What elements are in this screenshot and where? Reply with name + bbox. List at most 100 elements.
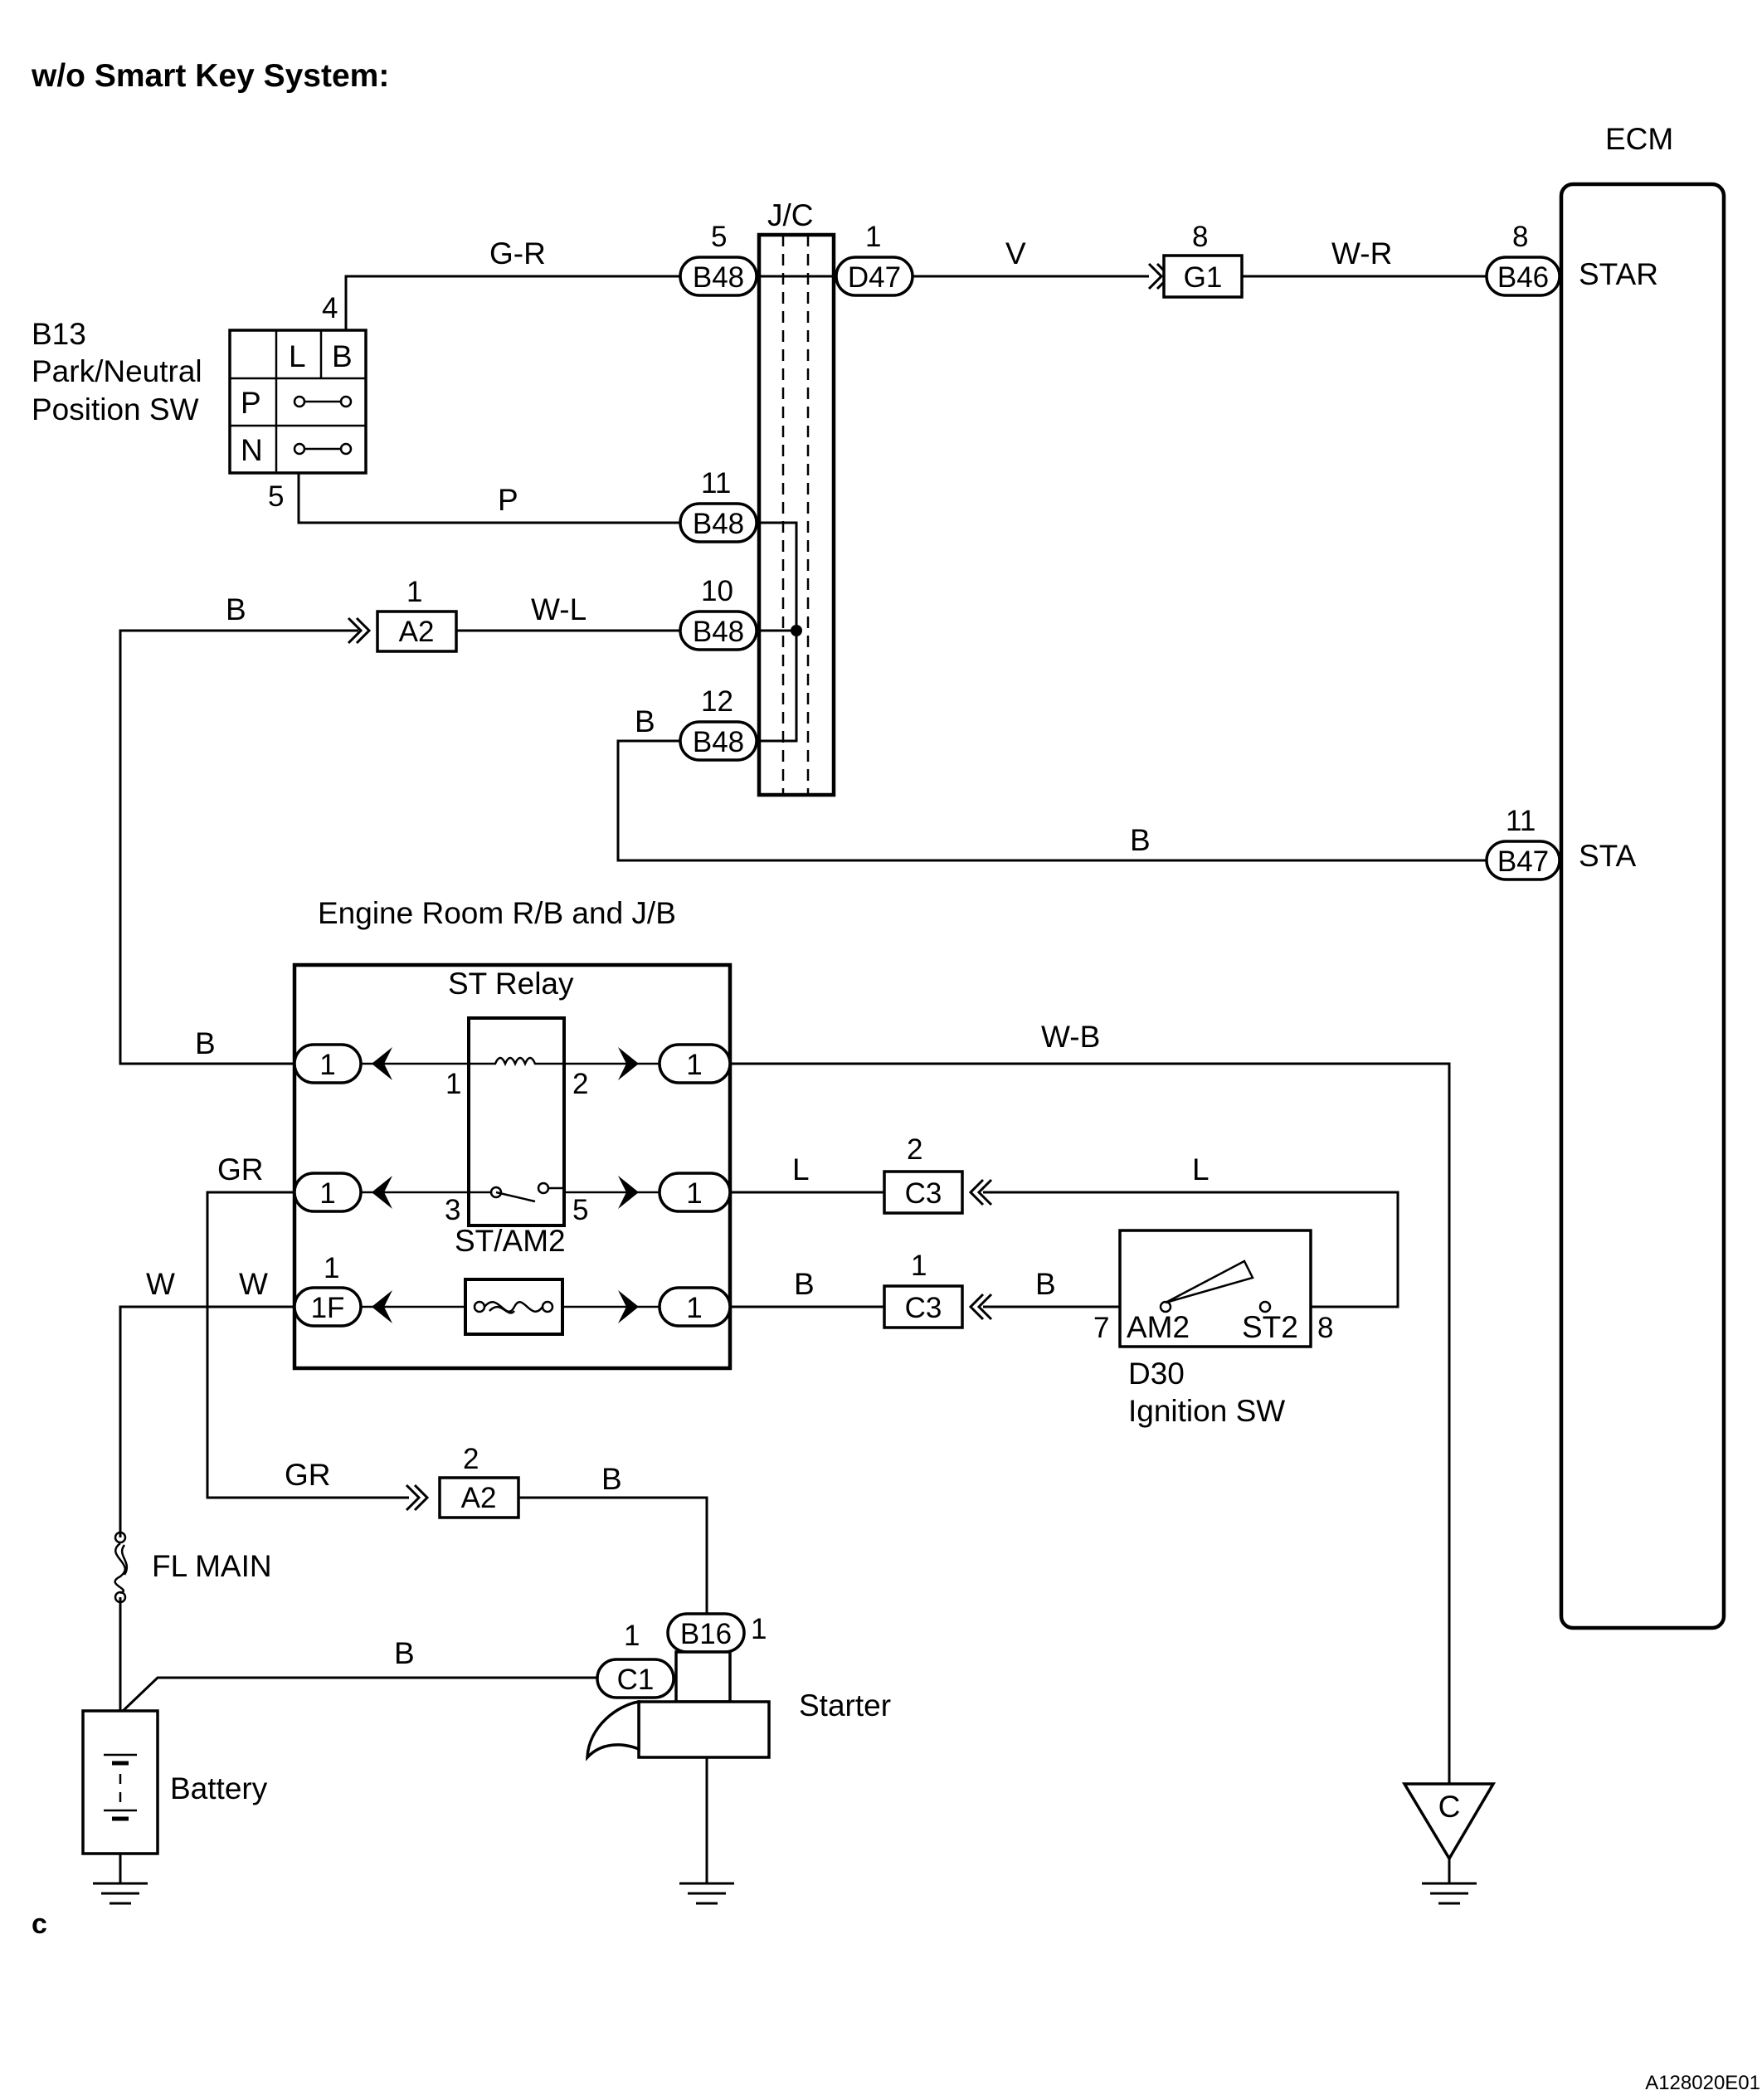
pin-a2-2: 2 [463, 1443, 479, 1475]
ignition-am2: AM2 [1127, 1310, 1190, 1344]
ignition-sw-code: D30 [1128, 1357, 1185, 1391]
engine-room-label: Engine Room R/B and J/B [318, 896, 676, 930]
st-relay-label: ST Relay [448, 967, 574, 1001]
pin-g1: 8 [1192, 221, 1208, 253]
relay-pin-3: 3 [445, 1194, 460, 1226]
wire-label-b-a2: B [226, 592, 246, 626]
connector-a2-1 [376, 610, 458, 653]
pin-b16: 1 [751, 1613, 767, 1645]
wire-label-w-b: W-B [1041, 1020, 1100, 1054]
figure-id: A128020E01 [1645, 2072, 1760, 2094]
connector-b16-label: B16 [680, 1618, 732, 1650]
relay-switch-icon [469, 1182, 564, 1203]
connector-b48-10-label: B48 [693, 616, 744, 648]
pn-sw-col-l: L [289, 339, 306, 373]
connector-b47 [1485, 840, 1561, 881]
st-relay [467, 1016, 566, 1227]
starter-label: Starter [799, 1688, 891, 1722]
relay-pin-5: 5 [572, 1194, 588, 1226]
connector-g1-label: G1 [1184, 261, 1223, 294]
wire-label-b-ign: B [1035, 1267, 1056, 1301]
pin-d47: 1 [865, 221, 881, 253]
corner-mark: c [32, 1908, 47, 1940]
wire-label-w-right: W [239, 1267, 268, 1301]
battery-label: Battery [170, 1771, 268, 1805]
wire-gr [206, 1191, 409, 1499]
wire-label-v: V [1005, 236, 1026, 270]
er-connector-right-3-label: 1 [686, 1292, 702, 1324]
relay-pin-1: 1 [445, 1068, 461, 1100]
wire-b-c1 [119, 1676, 597, 1715]
er-connector-right-3 [658, 1286, 732, 1328]
ground-c [1401, 1782, 1497, 1905]
wire-p [297, 473, 680, 524]
jc-label: J/C [767, 198, 814, 232]
wire-label-b-sta: B [1130, 823, 1151, 857]
connector-b48-12-label: B48 [693, 726, 744, 758]
pin-b48-11: 11 [701, 467, 731, 499]
pin-b48-12: 12 [701, 685, 733, 718]
er-connector-left-2-label: 1 [319, 1177, 335, 1210]
connector-b48-12 [679, 720, 758, 762]
starter-motor-icon [585, 1650, 771, 1761]
wire-w-b [730, 1062, 1451, 1784]
connector-d47-label: D47 [848, 261, 901, 294]
connector-a2-1-label: A2 [399, 616, 435, 648]
pin-b48-5: 5 [711, 221, 727, 253]
ignition-key-icon [1159, 1260, 1272, 1313]
pin-c1: 1 [624, 1620, 640, 1652]
er-connector-left-1 [293, 1043, 363, 1084]
connector-a2-2-label: A2 [461, 1482, 497, 1514]
wire-label-p: P [498, 483, 518, 517]
connector-c3-2-label: C3 [905, 1177, 942, 1210]
ecm-star-terminal: STAR [1579, 257, 1658, 291]
connector-b48-10 [679, 610, 758, 651]
connector-b46-label: B46 [1497, 261, 1549, 294]
ground-icon-battery [93, 1882, 148, 1905]
ecm-label: ECM [1605, 122, 1673, 156]
wire-label-b-c1: B [394, 1636, 415, 1670]
pn-sw-name-line1: Park/Neutral [32, 354, 202, 388]
er-connector-right-2 [658, 1172, 732, 1213]
er-connector-right-2-label: 1 [686, 1177, 702, 1210]
ground-c-label: C [1438, 1790, 1461, 1824]
connector-b48-5-label: B48 [693, 261, 744, 294]
wire-label-w-left: W [146, 1267, 175, 1301]
ignition-sw-name: Ignition SW [1128, 1394, 1285, 1428]
pn-sw-row-p: P [241, 386, 261, 420]
pn-sw-pin-5: 5 [268, 480, 284, 513]
connector-c1-label: C1 [617, 1664, 655, 1696]
er-connector-right-1-label: 1 [686, 1049, 702, 1081]
wire-b-left [119, 629, 358, 1065]
wire-b-sta [616, 739, 1487, 862]
wire-label-gr-top: GR [217, 1152, 264, 1186]
pin-b46: 8 [1512, 221, 1528, 253]
er-connector-1f-label: 1F [311, 1292, 345, 1324]
wire-label-b-a2-starter: B [601, 1462, 622, 1496]
wire-label-g-r: G-R [489, 236, 546, 270]
wire-label-w-l: W-L [531, 592, 587, 626]
er-connector-left-2 [293, 1172, 363, 1213]
battery-cell-icon [104, 1753, 137, 1821]
er-connector-right-1 [658, 1043, 732, 1084]
connector-g1 [1162, 254, 1244, 299]
wire-l-ign [983, 1191, 1399, 1308]
ecm-sta-terminal: STA [1579, 839, 1637, 873]
fl-main-label: FL MAIN [152, 1549, 272, 1583]
wire-label-b-b48-12: B [635, 704, 655, 738]
wire-label-b-c3: B [794, 1267, 815, 1301]
wire-label-b-relay: B [195, 1026, 216, 1060]
wire-b-starter [518, 1496, 708, 1614]
pn-sw-col-b: B [332, 339, 353, 373]
connector-b46 [1485, 256, 1561, 297]
connector-b48-5 [679, 256, 758, 297]
pn-sw-pin-4: 4 [322, 292, 338, 324]
wire-g-r [344, 275, 680, 330]
wire-label-w-r: W-R [1331, 236, 1392, 270]
ignition-pin-7: 7 [1093, 1312, 1109, 1344]
connector-b47-label: B47 [1497, 845, 1549, 878]
pn-sw-name-line2: Position SW [32, 392, 199, 426]
pin-c3-2: 2 [907, 1133, 922, 1166]
pin-a2-1: 1 [406, 576, 422, 608]
